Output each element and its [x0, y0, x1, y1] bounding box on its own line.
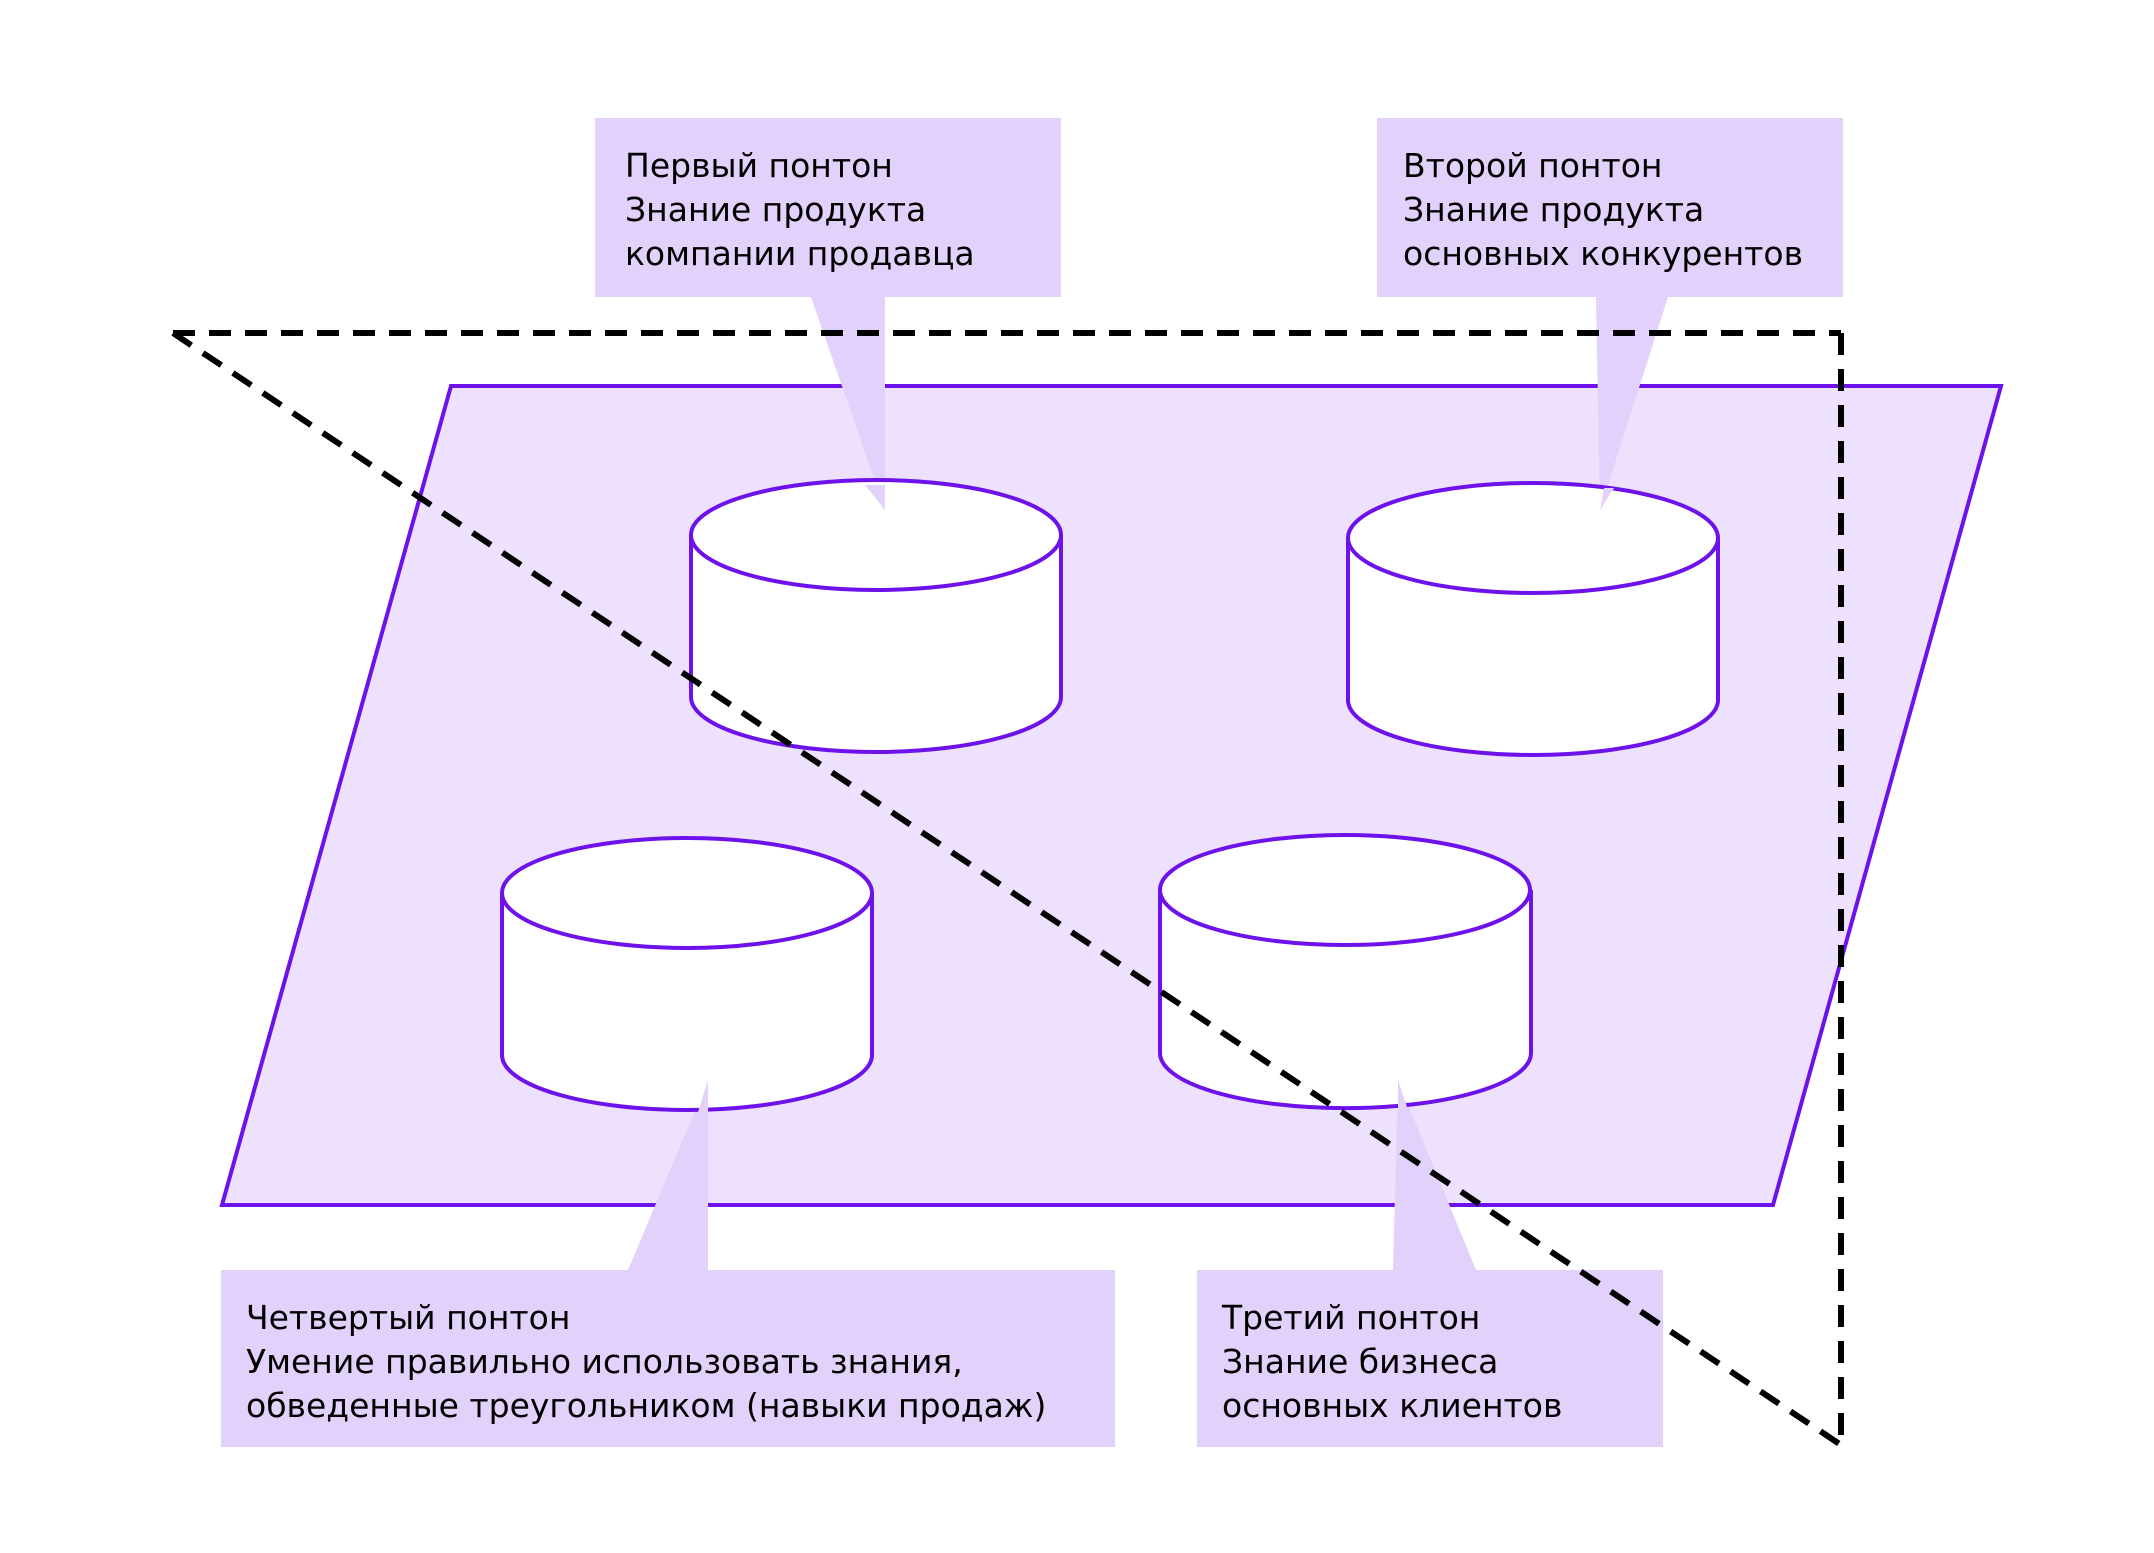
callout-line: Умение правильно использовать знания,: [246, 1342, 963, 1381]
callout-fourth: Четвертый понтон Умение правильно исполь…: [221, 1270, 1115, 1447]
cylinder-first: [689, 478, 1063, 754]
callout-second: Второй понтон Знание продукта основных к…: [1377, 118, 1843, 297]
callout-pointer-tip-second: [1600, 488, 1614, 510]
cylinder-top: [1158, 833, 1532, 947]
callout-title: Четвертый понтон: [246, 1298, 570, 1337]
cylinder-fourth: [500, 836, 874, 1112]
cylinder-top: [500, 836, 874, 950]
cylinder-top: [1346, 481, 1720, 595]
callout-first: Первый понтон Знание продукта компании п…: [595, 118, 1061, 297]
triangle-hypotenuse: [171, 330, 1843, 1448]
callout-line: Знание бизнеса: [1222, 1342, 1498, 1381]
callout-line: Знание продукта: [625, 190, 926, 229]
callout-title: Третий понтон: [1221, 1298, 1480, 1337]
callout-pointer-first: [811, 297, 885, 510]
callout-pointer-second: [1596, 297, 1668, 510]
callout-line: обведенные треугольником (навыки продаж): [246, 1386, 1046, 1425]
callout-line: компании продавца: [625, 234, 975, 273]
cylinder-top: [689, 478, 1063, 592]
callout-pointer-tip-third: [1398, 1080, 1408, 1110]
callout-box: [221, 1270, 1115, 1447]
callout-box: [1197, 1270, 1663, 1447]
platform: [219, 384, 2004, 1207]
callout-pointer-tip-first: [865, 485, 885, 510]
callout-box: [595, 118, 1061, 297]
callout-title: Второй понтон: [1403, 146, 1662, 185]
callout-box: [1377, 118, 1843, 297]
callout-pointer-tip-fourth: [698, 1080, 708, 1112]
callout-line: основных конкурентов: [1403, 234, 1803, 273]
callout-pointer-fourth: [628, 1080, 708, 1270]
cylinder-third: [1158, 833, 1533, 1111]
cylinder-body: [689, 535, 1063, 754]
callout-line: Знание продукта: [1403, 190, 1704, 229]
cylinder-body: [1346, 538, 1720, 757]
callout-title: Первый понтон: [625, 146, 893, 185]
sales-skills-triangle: [171, 330, 1844, 1448]
callout-line: основных клиентов: [1222, 1386, 1562, 1425]
cylinder-body: [500, 893, 874, 1112]
callout-third: Третий понтон Знание бизнеса основных кл…: [1197, 1270, 1663, 1447]
cylinder-second: [1346, 481, 1720, 757]
